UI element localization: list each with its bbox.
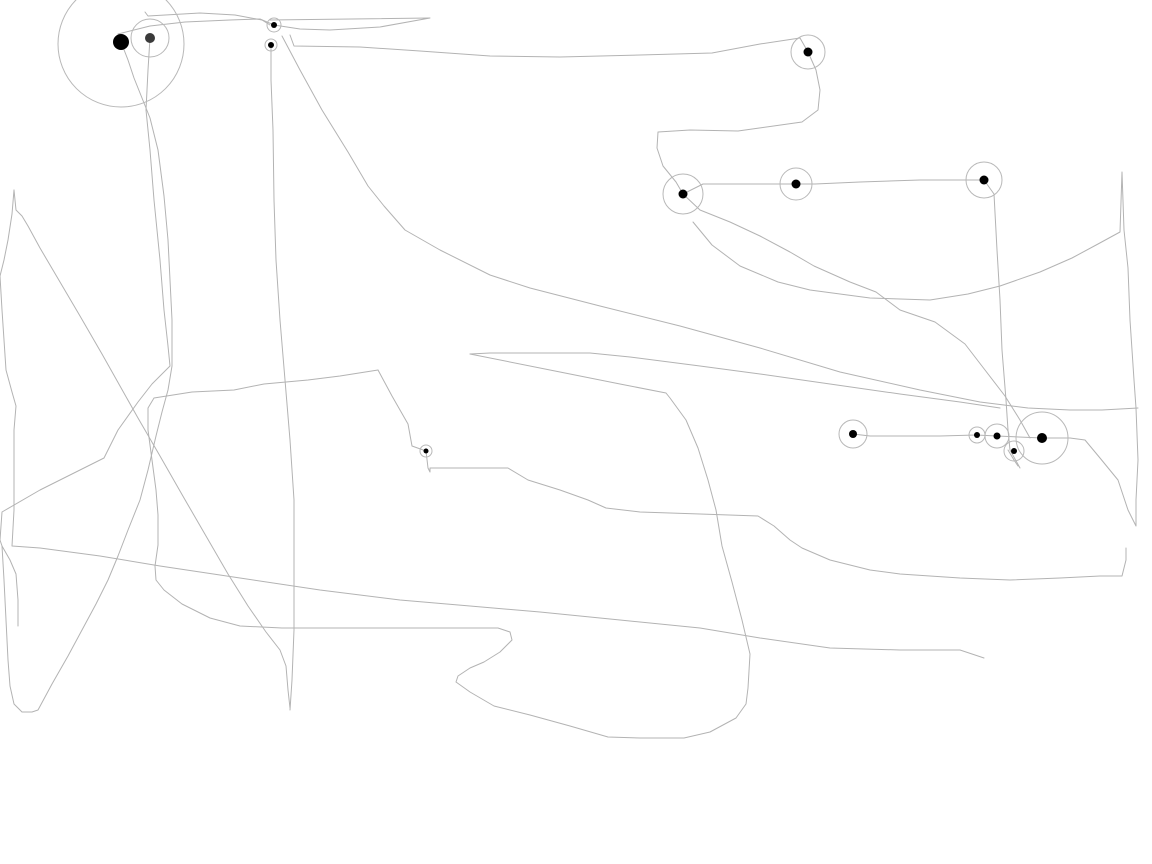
cursor-trail-segment bbox=[656, 51, 821, 195]
click-ring bbox=[419, 444, 433, 458]
click-ring bbox=[662, 173, 704, 215]
click-dot bbox=[993, 432, 1001, 440]
click-dot bbox=[271, 22, 277, 28]
click-dot bbox=[1037, 433, 1047, 443]
click-ring bbox=[779, 167, 813, 201]
cursor-trail-segment bbox=[469, 352, 1001, 409]
click-dot bbox=[849, 430, 857, 438]
click-dot bbox=[678, 189, 688, 199]
click-dot bbox=[979, 175, 989, 185]
cursor-trail-segment bbox=[0, 37, 171, 627]
cursor-trail-segment bbox=[983, 179, 1021, 469]
click-ring bbox=[1015, 411, 1069, 465]
cursor-trail-segment bbox=[1, 41, 173, 713]
cursor-trail-segment bbox=[682, 183, 797, 195]
cursor-trail-segment bbox=[147, 353, 751, 739]
click-dot bbox=[113, 34, 129, 50]
click-dot bbox=[1011, 448, 1017, 454]
cursor-trail-segment bbox=[281, 35, 1139, 411]
click-dot bbox=[145, 33, 155, 43]
click-ring bbox=[965, 161, 1003, 199]
click-dot bbox=[803, 47, 813, 57]
cursor-trail-segment bbox=[1007, 449, 1019, 467]
cursor-trail-segment bbox=[269, 17, 431, 31]
click-ring bbox=[130, 18, 170, 58]
click-dot bbox=[423, 448, 429, 454]
click-dot bbox=[974, 432, 980, 438]
click-ring bbox=[264, 38, 278, 52]
click-dot bbox=[268, 42, 274, 48]
click-ring bbox=[790, 34, 826, 70]
click-ring bbox=[1003, 440, 1025, 462]
cursor-trail-group bbox=[0, 11, 1139, 739]
click-ring bbox=[266, 17, 282, 33]
click-ring bbox=[838, 419, 868, 449]
click-ring bbox=[984, 423, 1010, 449]
click-dot bbox=[791, 179, 801, 189]
click-ring bbox=[57, 0, 185, 108]
cursor-trail-segment bbox=[117, 18, 275, 43]
cursor-trail-segment bbox=[144, 11, 271, 26]
cursor-trail-segment bbox=[0, 189, 985, 659]
cursor-trail-segment bbox=[289, 34, 809, 58]
cursor-trail-segment bbox=[795, 179, 985, 185]
cursor-trail-segment bbox=[13, 189, 291, 709]
cursor-trail-segment bbox=[377, 369, 1127, 581]
click-dot-group bbox=[113, 22, 1047, 454]
cursor-trail-segment bbox=[692, 171, 1139, 527]
cursor-trail-segment bbox=[270, 44, 295, 711]
click-ring-group bbox=[57, 0, 1069, 465]
cursor-trail-segment bbox=[682, 193, 1031, 439]
